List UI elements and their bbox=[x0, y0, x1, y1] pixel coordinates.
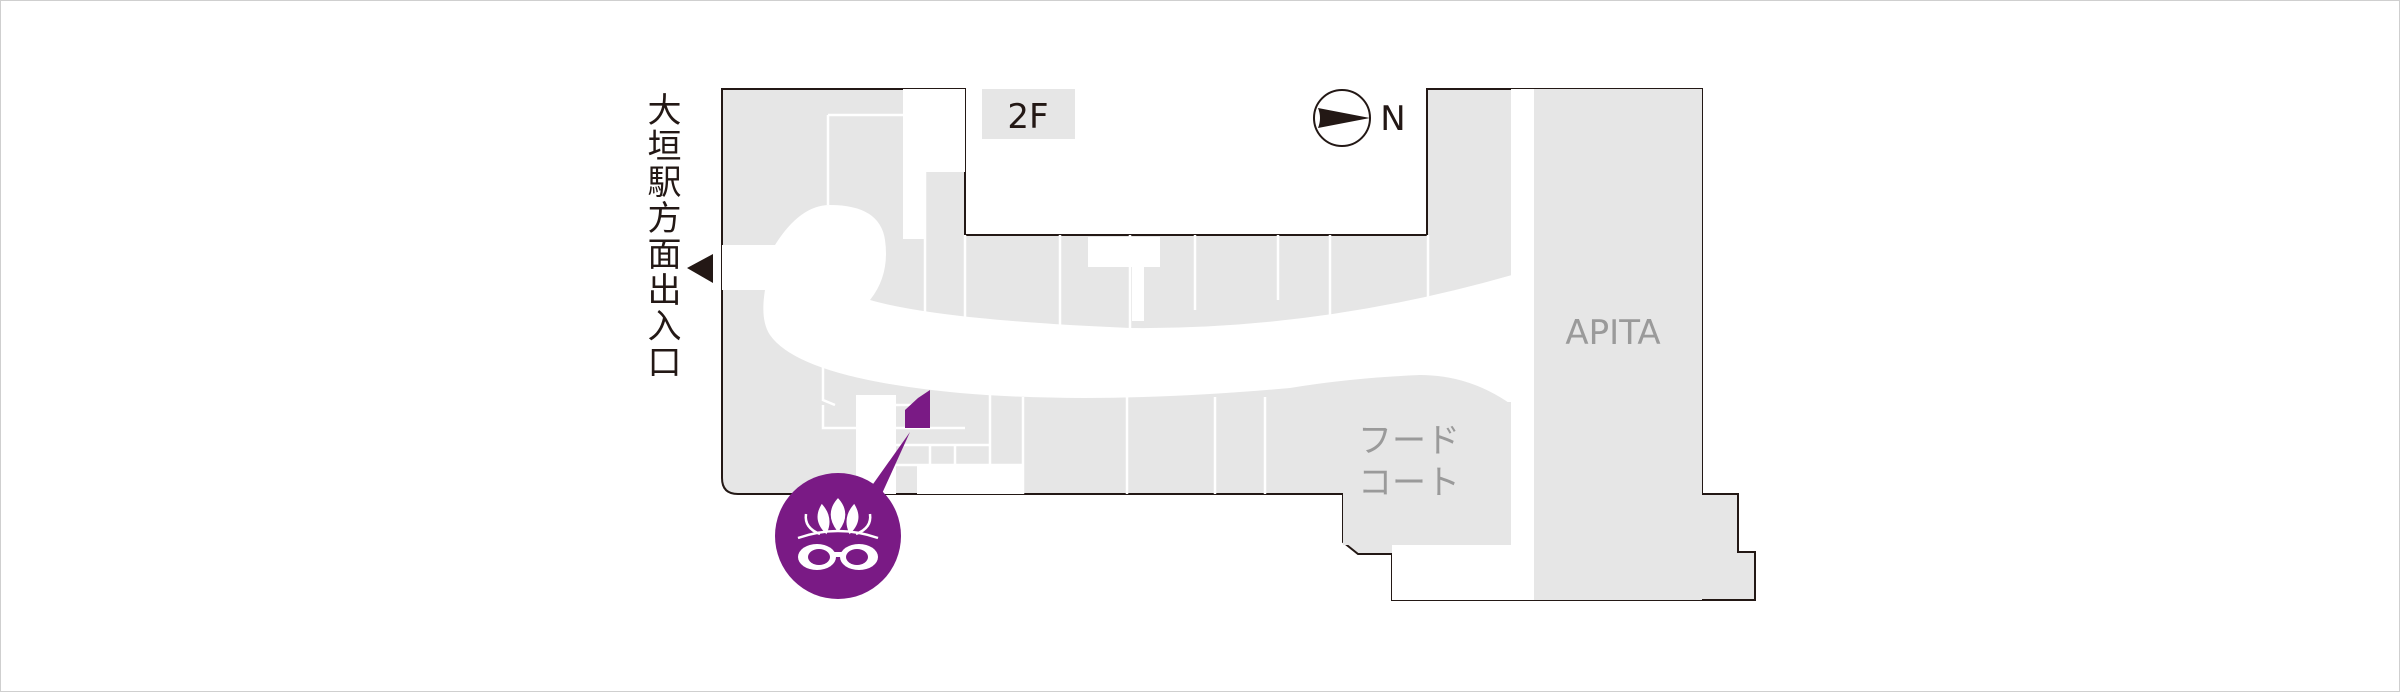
floor-label: 2F bbox=[1007, 97, 1048, 137]
main-corridor bbox=[722, 205, 1512, 405]
north-arrow-icon bbox=[1313, 89, 1371, 147]
upper-passage-2 bbox=[925, 89, 965, 172]
small-tenant-block-3 bbox=[1150, 267, 1160, 312]
food-court-walkway bbox=[1343, 402, 1511, 545]
callout-pointer bbox=[866, 432, 910, 498]
food-court-label: フード コート bbox=[1358, 421, 1460, 503]
apita-separator bbox=[1511, 89, 1534, 600]
triangle-left-icon bbox=[687, 254, 713, 283]
lotus-glasses-logo[interactable] bbox=[775, 473, 901, 599]
upper-passage bbox=[903, 89, 925, 239]
lower-corridor-2 bbox=[917, 465, 1022, 494]
highlighted-store[interactable] bbox=[905, 390, 930, 428]
tenant-dividers bbox=[821, 113, 1430, 494]
floor-badge bbox=[982, 89, 1075, 139]
lower-corridor-3 bbox=[1392, 545, 1512, 600]
apita-block[interactable] bbox=[1534, 89, 1702, 600]
compass-direction-label: N bbox=[1380, 99, 1405, 139]
apita-label: APITA bbox=[1565, 313, 1660, 353]
exit-direction-label: 大垣駅方面出入口 bbox=[641, 92, 681, 380]
small-tenant-block bbox=[1088, 237, 1160, 267]
small-tenant-block-2 bbox=[1132, 267, 1144, 321]
